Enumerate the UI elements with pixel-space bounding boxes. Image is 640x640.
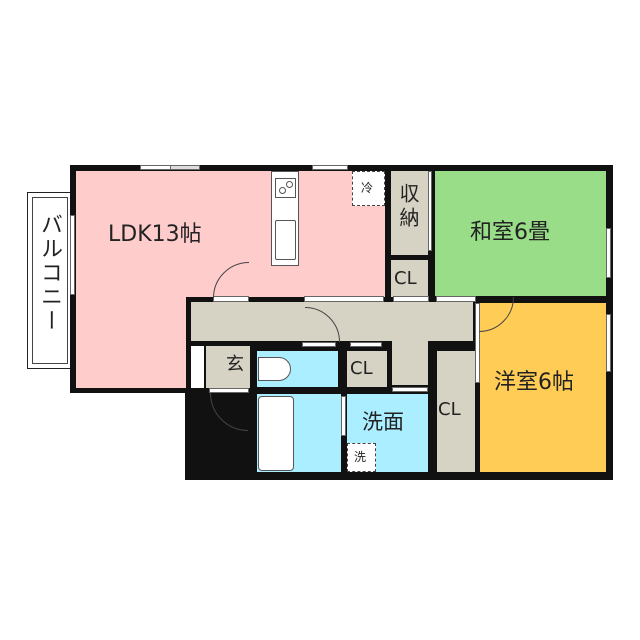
fridge-space: 冷 xyxy=(352,171,385,206)
ldk-label: LDK13帖 xyxy=(108,222,202,247)
room-storage xyxy=(391,171,428,255)
fridge-label: 冷 xyxy=(361,181,374,195)
balcony: バルコニー xyxy=(27,192,73,369)
washroom-label: 洗面 xyxy=(362,410,404,434)
wall-ldk-bottom xyxy=(70,388,206,393)
stove-icon xyxy=(275,178,296,198)
room-closet-mid xyxy=(347,351,387,387)
window-ldk-top-1 xyxy=(140,165,172,170)
toilet-icon xyxy=(258,357,291,381)
wall-ldk-left-bottom xyxy=(70,296,76,392)
window-kitchen-top xyxy=(312,165,348,170)
balcony-label: バルコニー xyxy=(37,213,62,333)
entrance-label: 玄 xyxy=(226,354,244,375)
door-toilet xyxy=(302,342,336,347)
room-closet-top xyxy=(391,260,428,297)
balcony-inner xyxy=(32,197,68,364)
room-ldk-lower xyxy=(76,296,186,388)
room-washitsu xyxy=(435,171,606,296)
window-youshitsu-right xyxy=(606,314,611,372)
room-youshitsu xyxy=(480,303,606,472)
room-closet-right xyxy=(437,351,475,472)
window-storage-side xyxy=(428,171,432,251)
door-washroom-hall xyxy=(392,387,428,392)
youshitsu-label: 洋室6帖 xyxy=(494,370,574,395)
closet-mid-label: CL xyxy=(350,358,373,379)
window-washitsu-right xyxy=(606,228,611,278)
window-balcony xyxy=(70,215,75,295)
washer-space: 洗 xyxy=(347,443,376,472)
closet-right-label: CL xyxy=(438,399,461,420)
door-hall-ldk-2 xyxy=(304,296,384,302)
washitsu-label: 和室6畳 xyxy=(470,220,550,245)
door-youshitsu xyxy=(475,303,480,383)
room-hallway-ext xyxy=(392,341,428,385)
room-entrance xyxy=(191,346,204,388)
washer-label: 洗 xyxy=(354,450,367,464)
kitchen-counter xyxy=(271,171,299,266)
room-genkan xyxy=(206,346,250,388)
storage-label: 収納 xyxy=(396,183,420,231)
sink-icon xyxy=(275,220,296,260)
door-closet-mid xyxy=(350,342,382,347)
door-closet-top xyxy=(393,296,429,302)
door-entrance xyxy=(209,388,249,393)
door-washitsu xyxy=(436,296,476,302)
window-ldk-top-2 xyxy=(170,165,200,170)
bathtub-icon xyxy=(258,396,294,471)
closet-top-label: CL xyxy=(394,268,417,289)
door-bath xyxy=(341,396,346,436)
